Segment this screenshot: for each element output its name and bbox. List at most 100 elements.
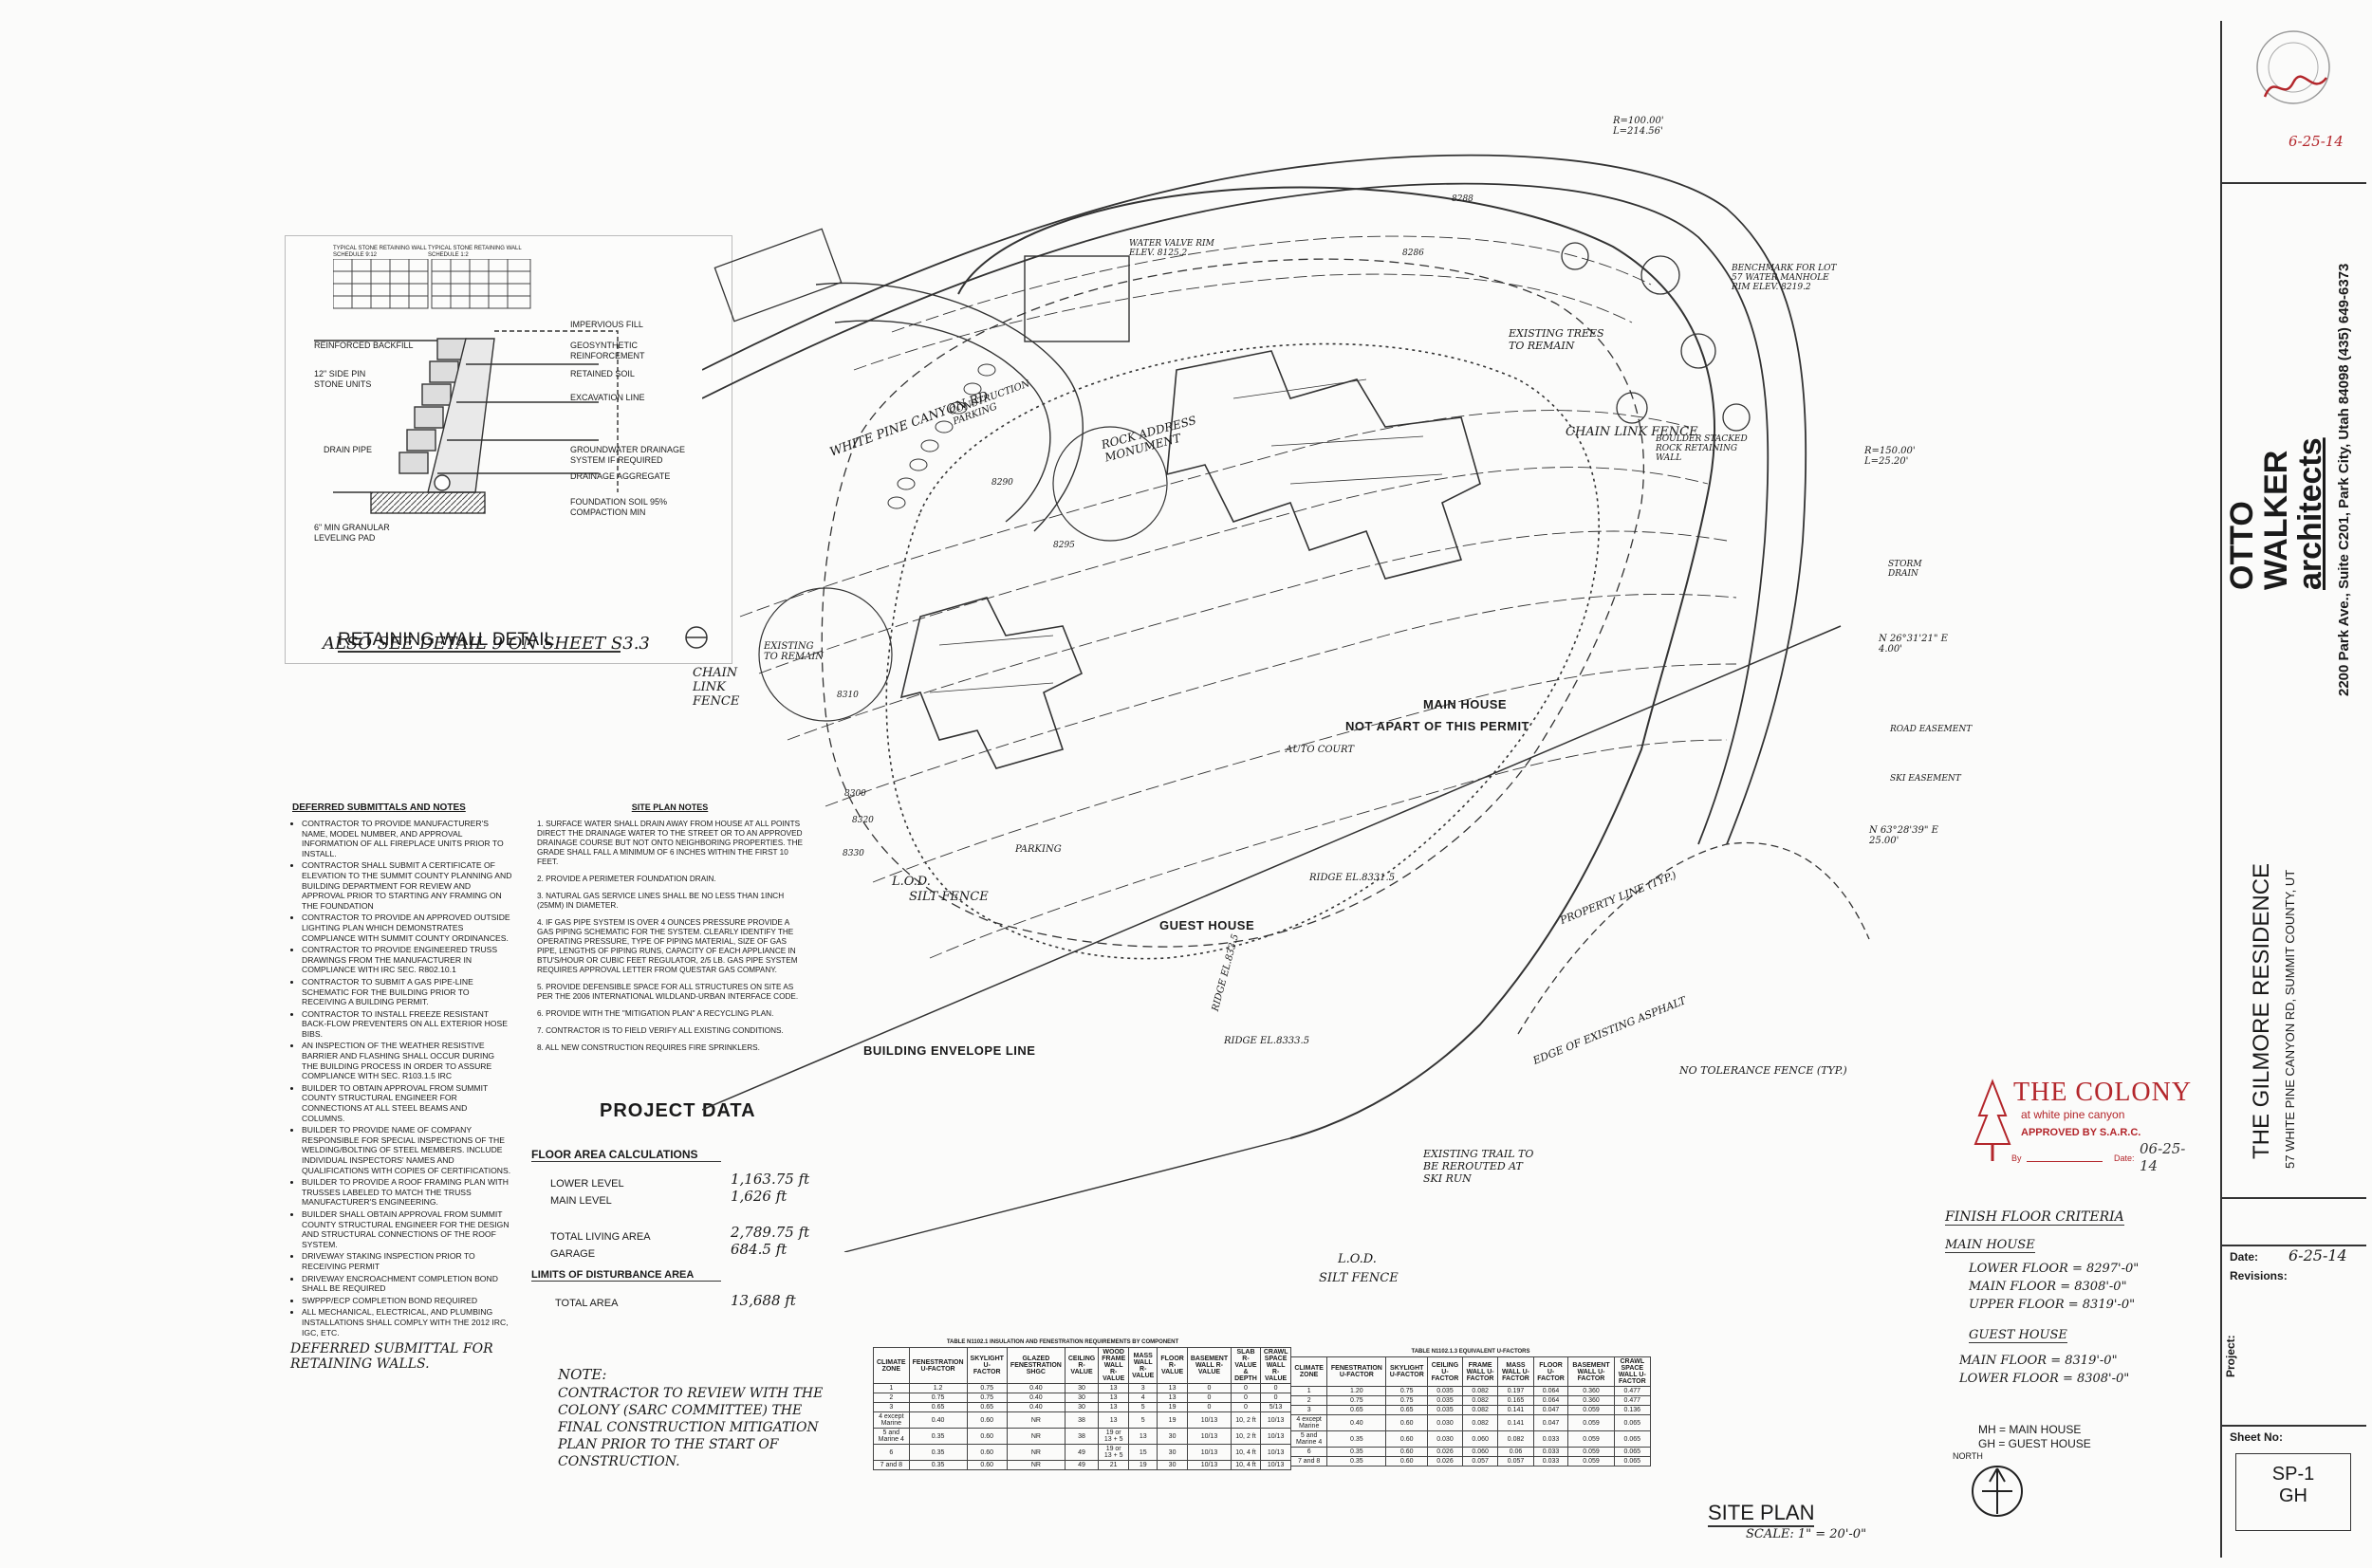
table-cell: 13	[1157, 1393, 1188, 1403]
table-cell: 0.026	[1427, 1456, 1463, 1467]
table-cell: 0.65	[1385, 1405, 1429, 1415]
detail-marker-icon	[685, 626, 708, 649]
table-cell: 0.197	[1497, 1386, 1534, 1396]
table-cell: 0.35	[1326, 1456, 1387, 1467]
project-data-label: GARAGE	[550, 1248, 596, 1260]
table-cell: 13	[1098, 1402, 1130, 1412]
colony-date: 06-25-14	[2140, 1140, 2186, 1174]
table-cell: NR	[1006, 1411, 1066, 1429]
label-main-house: MAIN HOUSE	[1423, 697, 1508, 711]
label-benchmark: BENCHMARK FOR LOT 57 WATER MANHOLE RIM E…	[1732, 264, 1837, 292]
table-cell: 0.60	[966, 1411, 1008, 1429]
project-name: THE GILMORE RESIDENCE	[2249, 862, 2274, 1159]
table-cell: 21	[1098, 1460, 1130, 1470]
colony-stamp: THE COLONY at white pine canyon APPROVED…	[1974, 1078, 2201, 1182]
table-cell: 10/13	[1259, 1460, 1292, 1470]
total-area-label: TOTAL AREA	[555, 1298, 619, 1309]
total-area-value: 13,688 ft	[731, 1292, 796, 1309]
table-cell: 38	[1064, 1411, 1100, 1429]
sheet-label: Sheet No:	[2230, 1430, 2284, 1444]
table-header: FENESTRATION U-FACTOR	[908, 1347, 968, 1384]
table-cell: 13	[1098, 1393, 1130, 1403]
table-cell: NR	[1006, 1460, 1066, 1470]
table-cell: 4 except Marine	[873, 1411, 910, 1429]
table-cell: 0.060	[1461, 1430, 1499, 1448]
table-cell: 0	[1186, 1383, 1232, 1393]
table-cell: 13	[1128, 1428, 1158, 1445]
finish-floor-title: FINISH FLOOR CRITERIA	[1945, 1209, 2124, 1226]
table-header: CEILING U-FACTOR	[1427, 1356, 1463, 1387]
callout-retained-soil: RETAINED SOIL	[570, 369, 635, 378]
table-cell: 4 except Marine	[1289, 1414, 1328, 1431]
table-cell: 0.065	[1613, 1447, 1652, 1457]
table-cell: NR	[1006, 1428, 1066, 1445]
table-cell: 5 and Marine 4	[873, 1428, 910, 1445]
contour-label: 8286	[1402, 249, 1424, 258]
table-cell: 0.082	[1497, 1430, 1534, 1448]
deferred-item: SWPPP/ECP COMPLETION BOND REQUIRED	[302, 1296, 512, 1306]
table-cell: 0.06	[1497, 1447, 1534, 1457]
table-cell: 0.35	[1326, 1430, 1387, 1448]
callout-foundation-soil: FOUNDATION SOIL 95% COMPACTION MIN	[570, 497, 668, 517]
callout-stone-units: 12" SIDE PIN STONE UNITS	[314, 369, 372, 389]
table-cell: 13	[1157, 1383, 1188, 1393]
table-cell: 3	[1128, 1383, 1158, 1393]
table-cell: 0.082	[1461, 1414, 1499, 1431]
table-cell: 0.360	[1567, 1395, 1615, 1406]
architect-stamp: 6-25-14	[2232, 21, 2355, 173]
north-label: NORTH	[1953, 1451, 1983, 1461]
table-cell: 0.033	[1532, 1447, 1569, 1457]
deferred-title: DEFERRED SUBMITTALS AND NOTES	[292, 802, 466, 813]
deferred-item: DRIVEWAY STAKING INSPECTION PRIOR TO REC…	[302, 1251, 512, 1271]
insulation-table-title: TABLE N1102.1 INSULATION AND FENESTRATIO…	[946, 1339, 1179, 1345]
table-cell: 30	[1157, 1460, 1188, 1470]
site-note-item: 7. CONTRACTOR IS TO FIELD VERIFY ALL EXI…	[537, 1026, 784, 1035]
table-cell: 2	[1289, 1395, 1328, 1406]
table-cell: 0.477	[1613, 1386, 1652, 1396]
table-cell: 5	[1128, 1411, 1158, 1429]
table-header: FRAME WALL U-FACTOR	[1461, 1356, 1499, 1387]
table-cell: 0	[1259, 1383, 1292, 1393]
project-label: Project:	[2224, 1335, 2237, 1377]
deferred-item: BUILDER TO OBTAIN APPROVAL FROM SUMMIT C…	[302, 1083, 512, 1123]
label-road-easement: ROAD EASEMENT	[1890, 725, 1973, 734]
callout-drainage-aggregate: DRAINAGE AGGREGATE	[570, 471, 671, 481]
finish-floor-main-rows: LOWER FLOOR = 8297'-0"MAIN FLOOR = 8308'…	[1969, 1260, 2139, 1314]
table-cell: 0.030	[1427, 1414, 1463, 1431]
table-cell: 0.65	[908, 1402, 968, 1412]
floor-area-title: FLOOR AREA CALCULATIONS	[531, 1148, 721, 1162]
colony-sub: at white pine canyon	[2021, 1108, 2125, 1121]
label-ski-easement: SKI EASEMENT	[1890, 774, 1961, 784]
table-cell: 30	[1157, 1444, 1188, 1461]
deferred-item: AN INSPECTION OF THE WEATHER RESISTIVE B…	[302, 1041, 512, 1080]
label-existing-trees: EXISTING TREES TO REMAIN	[1509, 327, 1604, 352]
north-arrow-icon	[1972, 1466, 2023, 1517]
finish-floor-guest-rows: MAIN FLOOR = 8319'-0"LOWER FLOOR = 8308'…	[1959, 1352, 2129, 1388]
deferred-item: BUILDER TO PROVIDE A ROOF FRAMING PLAN W…	[302, 1177, 512, 1208]
table-cell: 0.75	[908, 1393, 968, 1403]
table-cell: 0	[1186, 1402, 1232, 1412]
site-note-item: 4. IF GAS PIPE SYSTEM IS OVER 4 OUNCES P…	[537, 918, 798, 974]
table-header: FENESTRATION U-FACTOR	[1326, 1356, 1387, 1387]
table-cell: 0.60	[1385, 1456, 1429, 1467]
table-cell: 30	[1157, 1428, 1188, 1445]
table-cell: 6	[873, 1444, 910, 1461]
table-cell: 0.059	[1567, 1447, 1615, 1457]
finish-floor-row: LOWER FLOOR = 8297'-0"	[1969, 1262, 2140, 1276]
table-header: MASS WALL U-FACTOR	[1497, 1356, 1534, 1387]
site-plan-notes-title: SITE PLAN NOTES	[631, 802, 709, 812]
firm-name-walker: WALKER	[2258, 450, 2294, 590]
callout-geosynthetic: GEOSYNTHETIC REINFORCEMENT	[570, 341, 645, 360]
table-cell: 10, 2 ft	[1231, 1428, 1261, 1445]
project-data-value: 1,163.75 ft	[731, 1171, 810, 1188]
table-cell: 10/13	[1186, 1460, 1232, 1470]
table-cell: 0.059	[1567, 1456, 1615, 1467]
